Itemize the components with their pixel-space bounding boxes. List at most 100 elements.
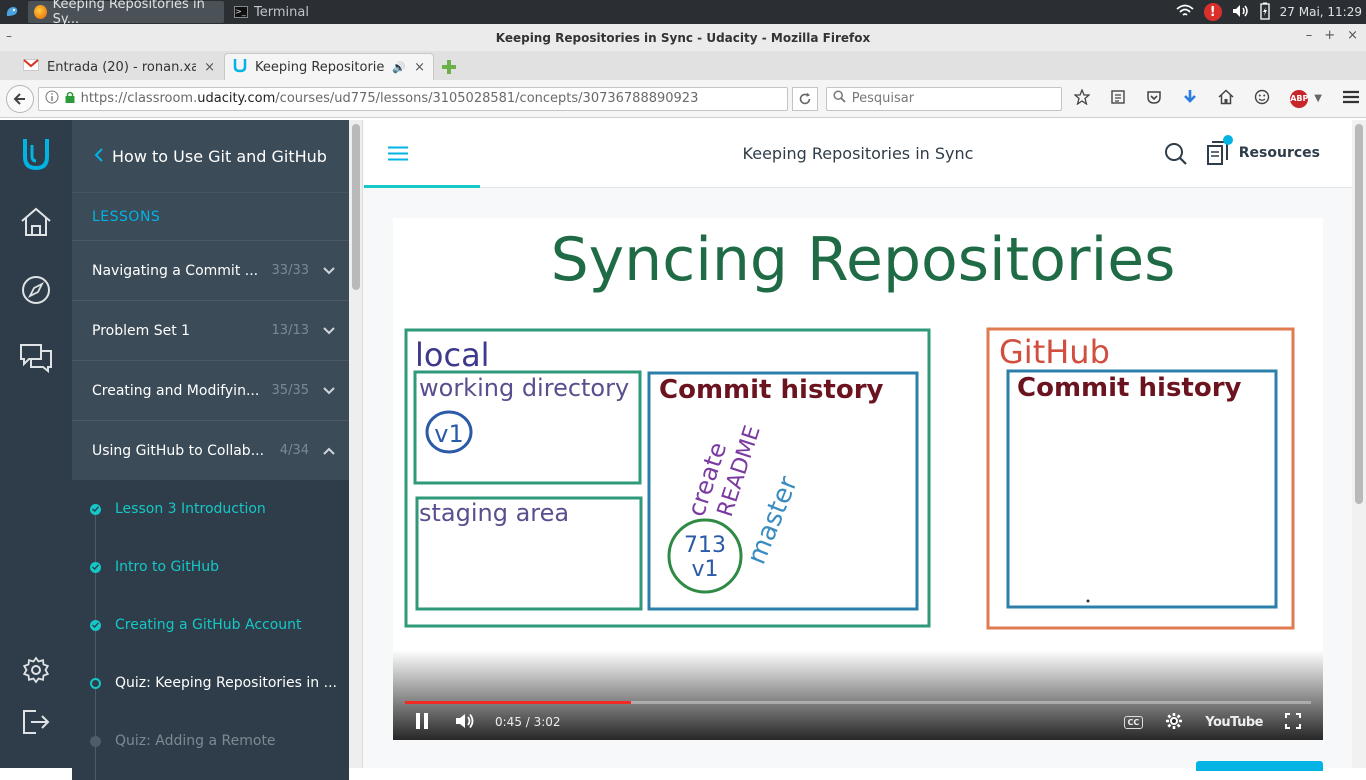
navigation-toolbar: https://classroom.udacity.com/courses/ud… <box>0 80 1366 118</box>
gmail-icon <box>23 59 39 75</box>
lesson-title: Using GitHub to Collab... <box>92 442 265 459</box>
lesson-progress: 35/35 <box>271 383 309 398</box>
minimize-button[interactable]: – <box>1305 28 1313 43</box>
lesson-item[interactable]: Creating and Modifyin... 35/35 <box>72 360 349 420</box>
staging-area-label: staging area <box>419 499 569 527</box>
concept-item-current[interactable]: Quiz: Keeping Repositories in ... <box>72 654 349 712</box>
tab-label: Keeping Repositorie... <box>255 59 385 75</box>
reading-list-icon[interactable] <box>1110 89 1126 109</box>
maximize-button[interactable]: + <box>1324 28 1336 43</box>
close-window-button[interactable]: × <box>1347 28 1358 43</box>
lesson-item-expanded[interactable]: Using GitHub to Collab... 4/34 <box>72 420 349 480</box>
udacity-icon <box>233 57 247 77</box>
hamburger-menu-icon[interactable] <box>1342 90 1360 108</box>
lock-icon[interactable] <box>65 91 75 106</box>
lesson-progress: 33/33 <box>271 263 309 278</box>
lesson-item[interactable]: Problem Set 1 13/13 <box>72 300 349 360</box>
tab-close-icon[interactable]: × <box>204 59 215 75</box>
back-button[interactable] <box>6 84 34 113</box>
resources-button[interactable]: Resources <box>1206 135 1320 166</box>
os-menu-icon[interactable] <box>0 0 24 24</box>
wifi-icon[interactable] <box>1176 4 1194 21</box>
taskbar-terminal[interactable]: >_ Terminal <box>228 1 315 23</box>
concept-list: Lesson 3 Introduction Intro to GitHub Cr… <box>72 480 349 780</box>
window-menu-icon[interactable]: – <box>6 29 12 43</box>
volume-icon[interactable] <box>455 713 475 732</box>
chevron-left-icon <box>94 146 104 167</box>
concept-title: Quiz: Keeping Repositories in ... <box>115 675 337 691</box>
chevron-down-icon <box>323 265 335 277</box>
reload-button[interactable] <box>792 86 818 111</box>
url-bar[interactable]: https://classroom.udacity.com/courses/ud… <box>37 86 789 111</box>
master-label: master <box>742 472 804 569</box>
tab-audio-icon[interactable]: 🔊 <box>392 60 407 74</box>
remote-commit-history-box <box>1006 369 1278 609</box>
page-scrollbar[interactable] <box>1352 120 1366 768</box>
info-icon[interactable] <box>45 90 59 108</box>
video-time: 0:45 / 3:02 <box>495 715 561 729</box>
concept-title: Creating a GitHub Account <box>115 617 302 633</box>
dropdown-arrow-icon[interactable]: ▼ <box>1314 93 1322 104</box>
pocket-icon[interactable] <box>1146 89 1162 109</box>
udacity-logo-icon[interactable] <box>18 136 54 172</box>
hamburger-menu-icon[interactable] <box>388 146 408 165</box>
volume-icon[interactable] <box>1232 4 1250 21</box>
tab-bar: Entrada (20) - ronan.xa... × Keeping Rep… <box>0 51 1366 80</box>
chevron-down-icon <box>323 385 335 397</box>
lesson-title: Navigating a Commit ... <box>92 262 259 279</box>
logout-icon[interactable] <box>18 704 54 740</box>
adblock-icon[interactable]: ABP <box>1290 89 1308 108</box>
battery-icon[interactable] <box>1260 2 1270 23</box>
course-back-link[interactable]: How to Use Git and GitHub <box>72 120 349 192</box>
lesson-title: Creating and Modifyin... <box>92 382 260 399</box>
bookmark-star-icon[interactable] <box>1073 87 1092 109</box>
search-bar[interactable]: Pesquisar <box>825 86 1063 111</box>
v1-label: v1 <box>434 420 463 448</box>
taskbar-firefox[interactable]: Keeping Repositories in Sy... <box>28 0 224 27</box>
video-progress-fill <box>405 701 631 704</box>
terminal-icon: >_ <box>234 6 248 18</box>
concept-item[interactable]: Quiz: Adding a Remote <box>72 712 349 770</box>
local-box <box>404 328 931 628</box>
concept-item[interactable]: Creating a GitHub Account <box>72 596 349 654</box>
local-commit-history-label: Commit history <box>659 375 884 405</box>
home-icon[interactable] <box>1218 88 1234 109</box>
fullscreen-icon[interactable] <box>1285 712 1301 732</box>
compass-icon[interactable] <box>18 272 54 308</box>
taskbar-terminal-label: Terminal <box>254 4 309 20</box>
tab-close-icon[interactable]: × <box>414 59 425 75</box>
concept-item[interactable]: Intro to GitHub <box>72 538 349 596</box>
settings-gear-icon[interactable] <box>18 652 54 688</box>
taskbar-firefox-label: Keeping Repositories in Sy... <box>52 0 205 27</box>
new-tab-button[interactable] <box>434 53 464 80</box>
home-icon[interactable] <box>18 204 54 240</box>
captions-button[interactable]: CC <box>1123 715 1144 729</box>
search-placeholder: Pesquisar <box>851 91 915 106</box>
messages-icon[interactable] <box>18 340 54 376</box>
video-player[interactable]: Syncing Repositories local working direc… <box>393 218 1323 740</box>
local-label: local <box>415 336 490 374</box>
search-icon <box>833 90 846 107</box>
lesson-title: Problem Set 1 <box>92 322 191 339</box>
url-prefix: https://classroom. <box>80 91 198 106</box>
update-alert-icon[interactable]: ! <box>1203 3 1222 21</box>
classroom-icon-rail <box>0 120 72 768</box>
board-title: Syncing Repositories <box>551 225 1176 295</box>
downloads-icon[interactable] <box>1182 89 1198 109</box>
chat-emoji-icon[interactable] <box>1254 89 1270 109</box>
resources-icon <box>1206 135 1233 166</box>
settings-gear-icon[interactable] <box>1165 712 1183 733</box>
lesson-item[interactable]: Navigating a Commit ... 33/33 <box>72 240 349 300</box>
youtube-logo[interactable]: YouTube <box>1205 714 1263 730</box>
clock[interactable]: 27 Mai, 11:29 <box>1279 5 1362 19</box>
tab-gmail[interactable]: Entrada (20) - ronan.xa... × <box>14 53 224 80</box>
search-icon[interactable] <box>1164 142 1188 170</box>
concept-item[interactable]: Lesson 3 Introduction <box>72 480 349 538</box>
concept-title: Intro to GitHub <box>115 559 219 575</box>
video-progress-bar[interactable] <box>405 701 1311 704</box>
pause-icon[interactable] <box>415 712 429 732</box>
sidebar-scrollbar[interactable] <box>349 120 363 768</box>
firefox-icon <box>34 5 47 19</box>
tab-udacity[interactable]: Keeping Repositorie... 🔊 × <box>224 53 434 80</box>
next-button[interactable] <box>1196 761 1323 771</box>
